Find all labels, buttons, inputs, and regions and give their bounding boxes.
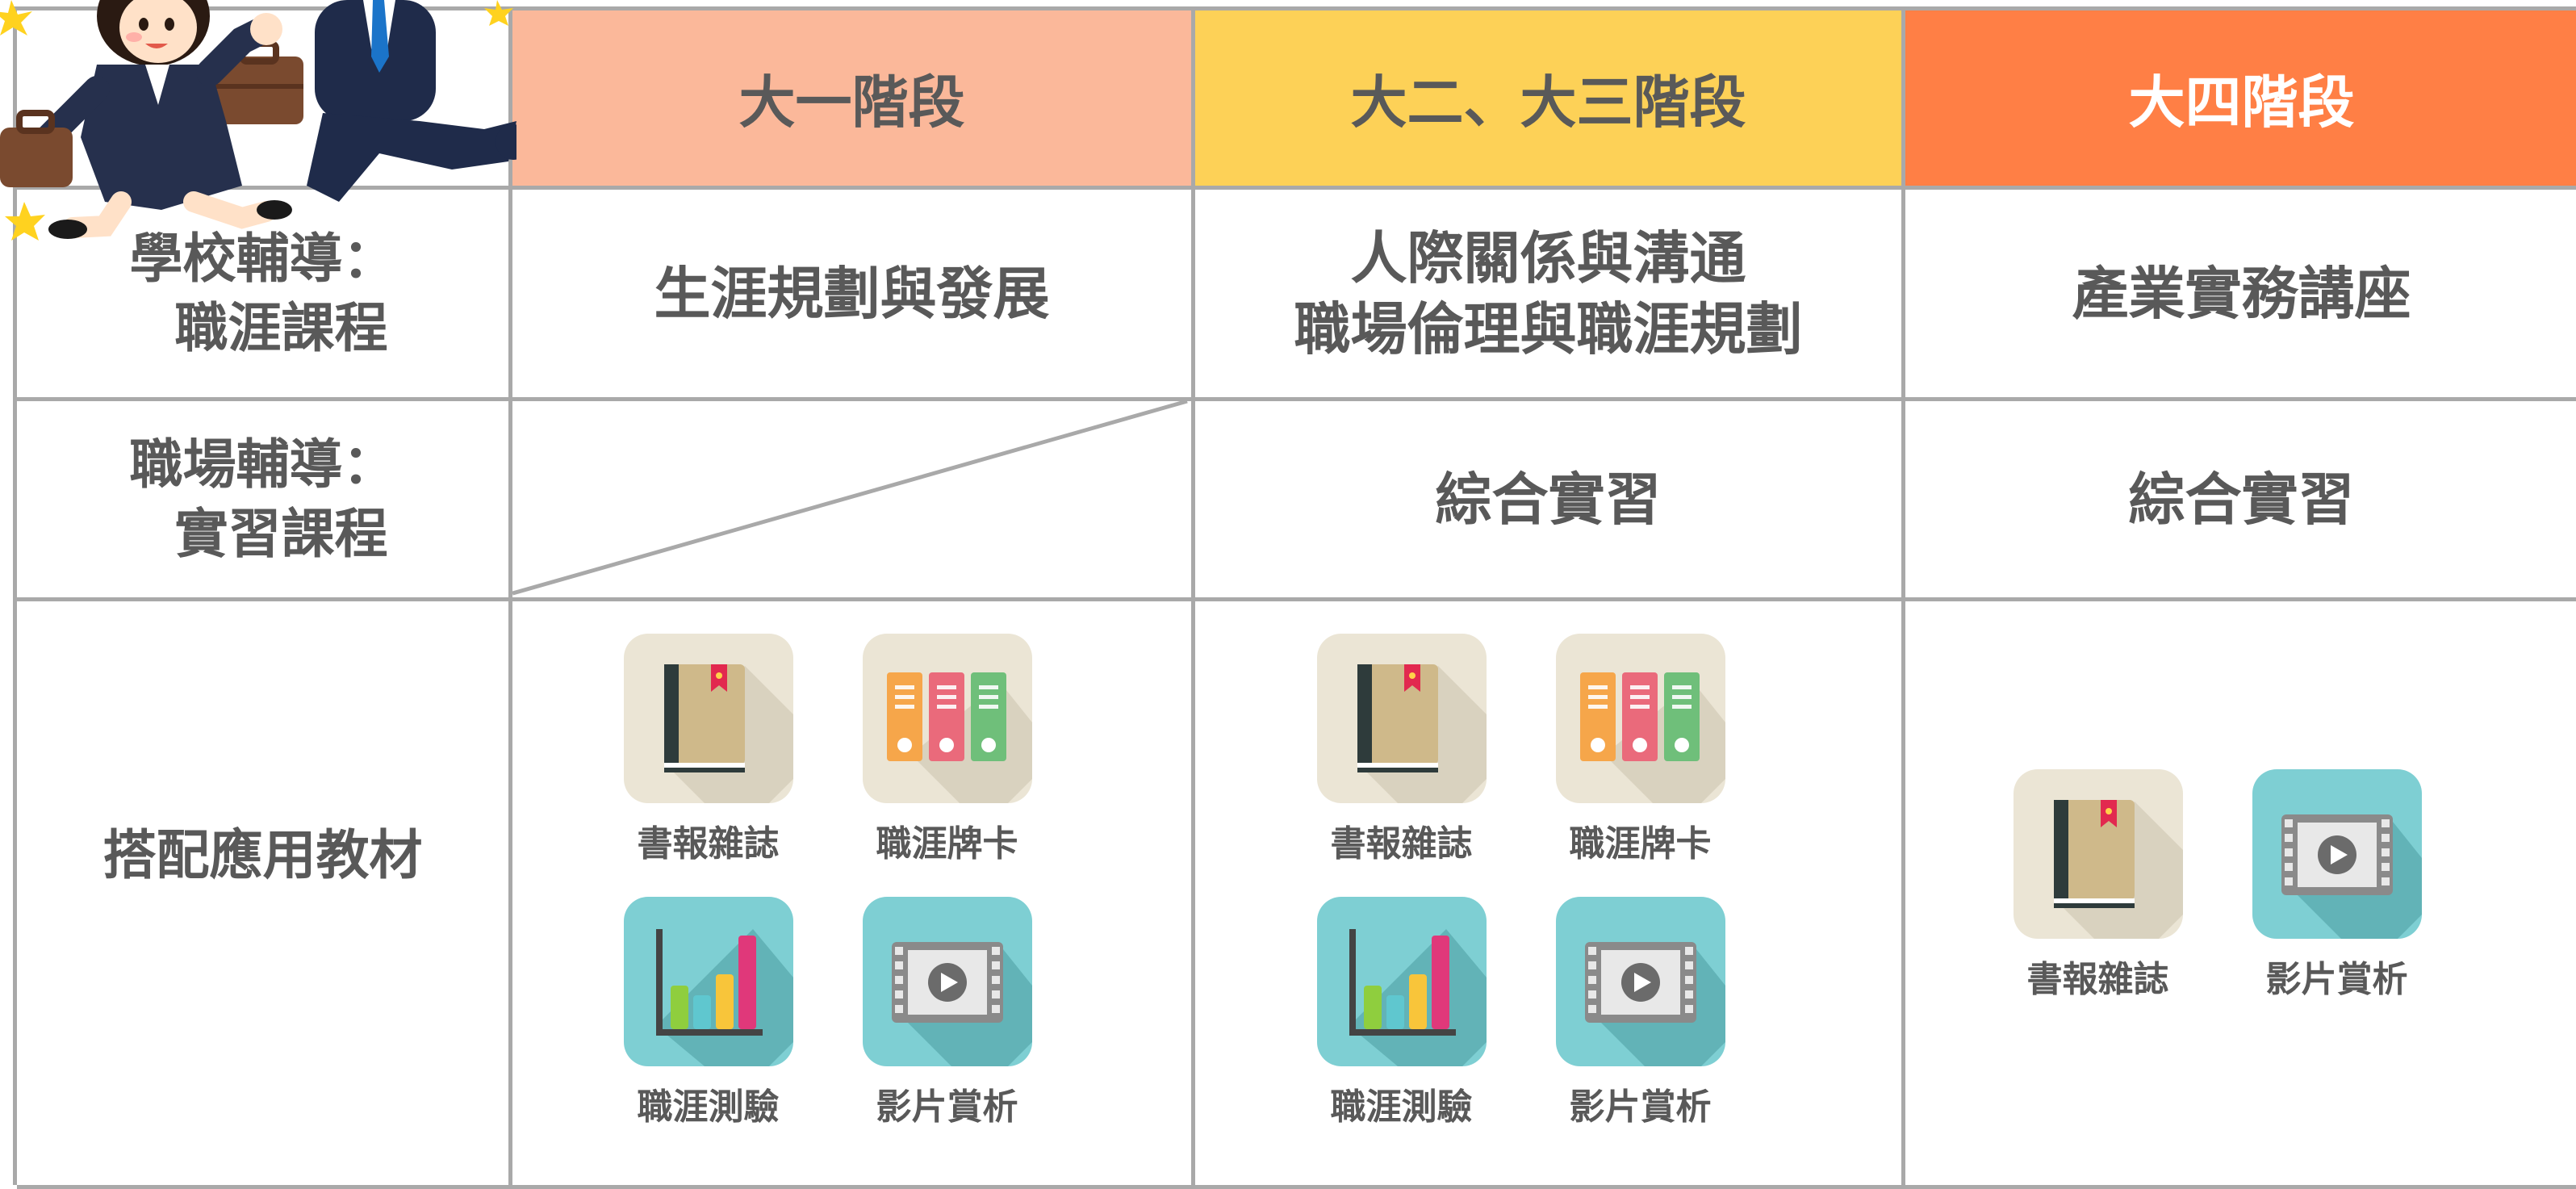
- bar-chart-icon: [624, 897, 793, 1066]
- material-label: 職涯測驗: [637, 1086, 780, 1128]
- material-label: 職涯牌卡: [876, 823, 1018, 865]
- row-label-materials-text: 搭配應用教材: [102, 824, 423, 886]
- school-year4-cell: 產業實務講座: [1905, 190, 2576, 401]
- book-icon: [624, 634, 793, 803]
- workplace-year4-cell: 綜合實習: [1905, 401, 2576, 601]
- row-label-workplace: 職場輔導： 實習課程: [17, 401, 512, 601]
- row-label-school-text: 學校輔導： 職涯課程: [129, 227, 396, 359]
- header-year23: 大二、大三階段: [1195, 10, 1905, 190]
- material-label: 書報雜誌: [2026, 959, 2169, 1000]
- material-item: 書報雜誌: [1317, 634, 1487, 866]
- material-label: 職涯牌卡: [1569, 823, 1712, 865]
- material-label: 職涯測驗: [1330, 1086, 1473, 1128]
- header-year4-label: 大四階段: [2128, 69, 2355, 136]
- row-label-school: 學校輔導： 職涯課程: [17, 190, 512, 401]
- header-year23-label: 大二、大三階段: [1350, 69, 1746, 136]
- material-label: 書報雜誌: [637, 823, 780, 865]
- materials-year1-grid: 書報雜誌 職涯牌卡 職涯測驗 影片賞析: [624, 634, 1032, 1129]
- binders-icon: [863, 634, 1032, 803]
- materials-year1-cell: 書報雜誌 職涯牌卡 職涯測驗 影片賞析: [512, 601, 1195, 1189]
- material-item: 影片賞析: [1556, 897, 1725, 1129]
- material-item: 職涯測驗: [624, 897, 793, 1129]
- header-year1: 大一階段: [512, 10, 1195, 190]
- video-icon: [863, 897, 1032, 1066]
- bar-chart-icon: [1317, 897, 1487, 1066]
- material-item: 書報雜誌: [624, 634, 793, 866]
- materials-year23-cell: 書報雜誌 職涯牌卡 職涯測驗 影片賞析: [1195, 601, 1905, 1189]
- school-year23-course-2: 職場倫理與職涯規劃: [1294, 295, 1803, 362]
- school-year1-course: 生涯規劃與發展: [654, 260, 1050, 327]
- workplace-year1-empty-cell: [512, 401, 1195, 601]
- school-year4-course: 產業實務講座: [2072, 260, 2411, 327]
- workplace-year23-cell: 綜合實習: [1195, 401, 1905, 601]
- materials-year23-grid: 書報雜誌 職涯牌卡 職涯測驗 影片賞析: [1317, 634, 1725, 1129]
- book-icon: [1317, 634, 1487, 803]
- row-label-workplace-text: 職場輔導： 實習課程: [129, 433, 396, 565]
- school-year23-cell: 人際關係與溝通 職場倫理與職涯規劃: [1195, 190, 1905, 401]
- running-businesspeople-illustration: [0, 0, 516, 241]
- materials-year4-cell: 書報雜誌 影片賞析: [1905, 601, 2576, 1189]
- workplace-year4-course: 綜合實習: [2128, 466, 2355, 533]
- school-year1-cell: 生涯規劃與發展: [512, 190, 1195, 401]
- material-label: 影片賞析: [2265, 959, 2408, 1000]
- header-year1-label: 大一階段: [738, 69, 965, 136]
- book-icon: [2014, 769, 2183, 939]
- header-year4: 大四階段: [1905, 10, 2576, 190]
- material-item: 書報雜誌: [2014, 769, 2183, 1002]
- row-label-materials: 搭配應用教材: [17, 601, 512, 1189]
- material-item: 影片賞析: [863, 897, 1032, 1129]
- material-item: 職涯牌卡: [863, 634, 1032, 866]
- video-icon: [2252, 769, 2422, 939]
- material-label: 書報雜誌: [1330, 823, 1473, 865]
- workplace-year23-course: 綜合實習: [1435, 466, 1662, 533]
- material-label: 影片賞析: [1569, 1086, 1712, 1128]
- school-year23-course-1: 人際關係與溝通: [1350, 224, 1746, 291]
- diagonal-slash: [512, 401, 1188, 596]
- binders-icon: [1556, 634, 1725, 803]
- materials-year4-grid: 書報雜誌 影片賞析: [2014, 769, 2422, 1002]
- material-label: 影片賞析: [876, 1086, 1018, 1128]
- material-item: 職涯測驗: [1317, 897, 1487, 1129]
- video-icon: [1556, 897, 1725, 1066]
- material-item: 職涯牌卡: [1556, 634, 1725, 866]
- material-item: 影片賞析: [2252, 769, 2422, 1002]
